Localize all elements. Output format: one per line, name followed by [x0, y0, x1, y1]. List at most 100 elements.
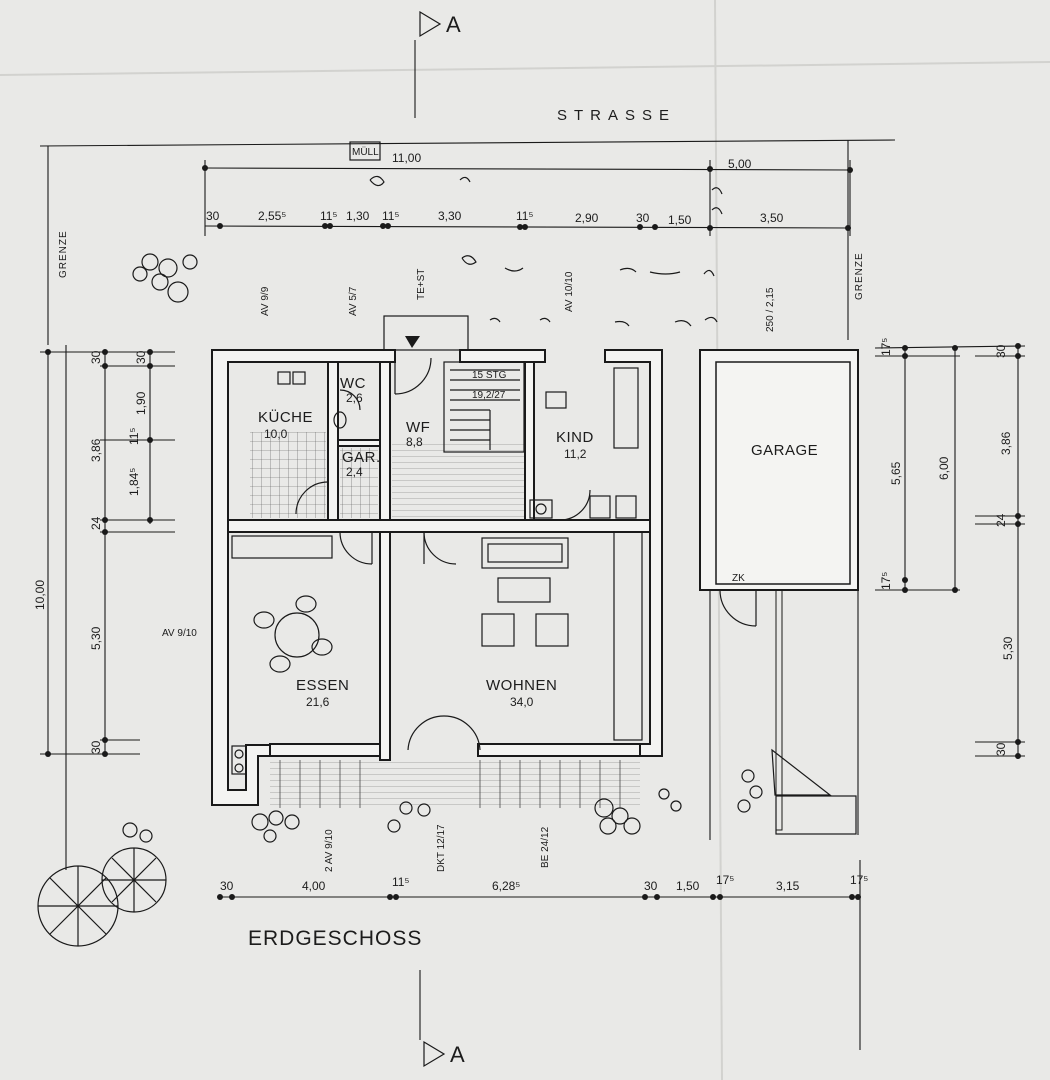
dimension-label: AV 9/10 [162, 628, 197, 639]
dimension-label: 1,30 [346, 209, 370, 223]
dimension-label: 1,50 [668, 213, 692, 227]
dimension-label: 1,84⁵ [127, 468, 141, 496]
terrace-floor [270, 758, 640, 810]
dimension-label: 30 [994, 742, 1008, 756]
dimension-label: DKT 12/17 [436, 824, 447, 872]
dimension-label: 6,28⁵ [492, 879, 520, 893]
dimension-label: 30 [994, 344, 1008, 358]
stair-ratio: 19,2/27 [472, 390, 506, 401]
dimension-label: 30 [220, 879, 234, 893]
dimension-label: 3,15 [776, 879, 800, 893]
dimension-label: TE+ST [416, 269, 427, 300]
room-labels: KÜCHE 10,0 WC 2,6 GAR. 2,4 WF 8,8 KIND 1… [258, 375, 818, 709]
dimension-label: 30 [636, 211, 650, 225]
dimension-label: BE 24/12 [540, 826, 551, 868]
dimension-label: 30 [134, 350, 148, 364]
room-kind-name: KIND [556, 429, 594, 446]
wf-floor [392, 440, 524, 518]
stair-steps: 15 STG [472, 370, 507, 381]
room-gar-name: GAR. [342, 449, 381, 466]
opening-labels: AV 9/9 AV 5/7 TE+ST AV 10/10 250 / 2,15 … [162, 269, 776, 872]
dimension-label: 2 AV 9/10 [324, 829, 335, 872]
dimension-label: 24 [994, 513, 1008, 527]
plan-title: ERDGESCHOSS [248, 927, 422, 950]
dims-left: 10,00 30 3,86 24 5,30 30 30 1,90 11⁵ 1,8… [33, 349, 175, 757]
room-kueche-name: KÜCHE [258, 408, 313, 426]
dimension-label: 5,65 [889, 461, 903, 485]
room-wf-area: 8,8 [406, 435, 423, 449]
dimension-label: 11⁵ [320, 209, 337, 223]
room-wohnen-area: 34,0 [510, 695, 534, 709]
dimension-label: 5,00 [728, 157, 752, 171]
dimension-label: 1,50 [676, 879, 700, 893]
muell-label: MÜLL [352, 146, 379, 158]
muell-box [349, 141, 381, 161]
room-essen-area: 21,6 [306, 695, 330, 709]
dims-right: 17⁵ 5,65 6,00 17⁵ 30 3,86 24 5,30 30 [874, 338, 1026, 759]
section-marker-bottom: A [419, 970, 465, 1068]
room-wc-name: WC [340, 375, 366, 392]
dimension-label: 24 [89, 516, 103, 530]
dimension-label: 6,00 [937, 456, 951, 480]
dimension-label: 3,50 [760, 211, 784, 225]
doors [295, 357, 757, 751]
section-letter-top: A [446, 12, 461, 37]
dimension-label: 11⁵ [382, 209, 399, 223]
garage: ZK [699, 349, 859, 840]
dimension-label: 3,30 [438, 209, 462, 223]
dimension-label: AV 5/7 [348, 286, 359, 316]
kitchen-tiles [250, 432, 326, 518]
house-walls [211, 349, 663, 806]
dimension-label: 11⁵ [392, 875, 409, 889]
section-marker-top: A [414, 10, 461, 118]
dimension-label: 17⁵ [850, 873, 868, 887]
dimension-label: 30 [89, 740, 103, 754]
street-label: STRASSE [557, 107, 676, 124]
dimension-label: 17⁵ [879, 338, 893, 356]
room-wf-name: WF [406, 419, 430, 436]
dimension-label: 3,86 [89, 438, 103, 462]
dimension-label: 11⁵ [516, 209, 533, 223]
entrance-canopy [383, 315, 469, 351]
boundary-label-right: GRENZE [854, 252, 865, 300]
room-kueche-area: 10,0 [264, 427, 288, 441]
gar-tiles [340, 448, 378, 518]
dimension-label: 4,00 [302, 879, 326, 893]
zk-label: ZK [732, 573, 745, 584]
dimension-label: 30 [206, 209, 220, 223]
furniture [231, 367, 643, 775]
room-wohnen-name: WOHNEN [486, 677, 557, 694]
dimension-label: 17⁵ [879, 572, 893, 590]
section-letter-bottom: A [450, 1042, 465, 1067]
dimension-label: 2,55⁵ [258, 209, 286, 223]
dimension-label: 11,00 [392, 151, 421, 165]
room-wc-area: 2,6 [346, 391, 363, 405]
room-kind-area: 11,2 [564, 447, 587, 461]
dimension-label: 250 / 2,15 [765, 287, 776, 332]
dims-top: 11,00 5,00 30 2,55⁵ 11⁵ 1,30 11⁵ 3,30 11… [202, 151, 853, 236]
dims-bottom: 30 4,00 11⁵ 6,28⁵ 30 1,50 17⁵ 3,15 17⁵ [217, 873, 868, 900]
dimension-label: AV 9/9 [260, 286, 271, 316]
dimension-label: 17⁵ [716, 873, 734, 887]
room-essen-name: ESSEN [296, 677, 349, 694]
dimension-label: 30 [644, 879, 658, 893]
dimension-label: 5,30 [1001, 636, 1015, 660]
dimension-label: 11⁵ [127, 428, 141, 445]
dimension-label: 3,86 [999, 431, 1013, 455]
street-line [39, 139, 896, 147]
dimension-label: 5,30 [89, 626, 103, 650]
room-gar-area: 2,4 [346, 465, 363, 479]
room-garage-name: GARAGE [751, 442, 818, 459]
entrance-arrow [405, 336, 420, 348]
terrace-ticks [279, 760, 621, 808]
boundary-label-left: GRENZE [58, 230, 69, 278]
dimension-label: 30 [89, 350, 103, 364]
dimension-label: 1,90 [134, 391, 148, 415]
landscaping [37, 175, 763, 947]
dimension-label: AV 10/10 [564, 271, 575, 312]
dimension-label: 2,90 [575, 211, 599, 225]
stair: 15 STG 19,2/27 [443, 361, 525, 453]
dimension-label: 10,00 [33, 580, 47, 610]
